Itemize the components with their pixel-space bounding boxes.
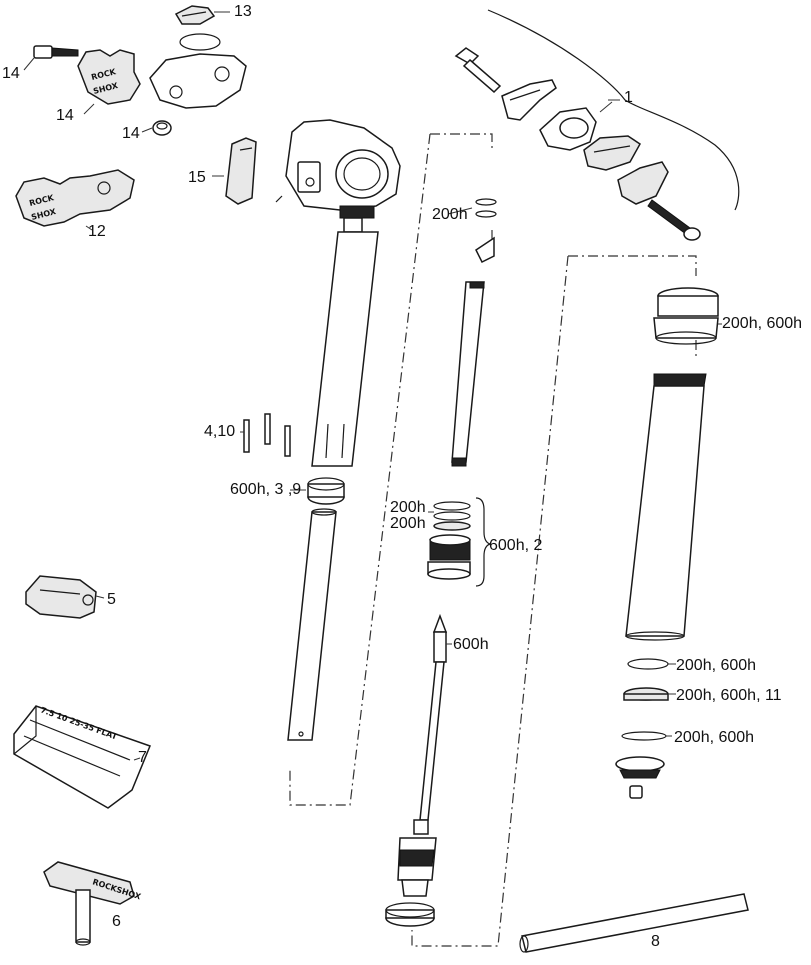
part-1-lower-clamp [617, 161, 669, 205]
group-1-bracket [487, 9, 740, 211]
part-1-clamp-ring [539, 107, 597, 151]
label-200h-600h-11: 200h, 600h, 11 [676, 687, 782, 704]
part-7-tool-block: 7.5 10 25-35 FLAT [13, 705, 151, 809]
o-rings-200h-top [475, 198, 497, 218]
part-6-t-tool: ROCKSHOX [43, 861, 143, 946]
label-13: 13 [234, 3, 252, 20]
top-cap-assembly [653, 287, 719, 345]
label-7: 7 [138, 749, 147, 766]
part-1-long-bolt [647, 199, 701, 241]
label-4-10: 4,10 [204, 423, 236, 440]
label-600h-3-9: 600h, 3 ,9 [230, 481, 302, 498]
part-3-9-collar [307, 477, 345, 505]
part-14-remote-body: ROCK SHOX [77, 49, 247, 109]
part-4-10-pins [243, 413, 291, 457]
lower-tube [287, 508, 337, 741]
rod-assembly [397, 613, 448, 897]
part-600h-2-seal-stack [427, 501, 471, 580]
part-15-cover [225, 137, 257, 205]
label-15: 15 [188, 169, 206, 186]
brace-600h-2 [475, 497, 492, 587]
label-600h-2: 600h, 2 [489, 537, 543, 554]
label-8: 8 [651, 933, 660, 950]
label-200h-b: 200h [390, 515, 426, 532]
label-200h-600h-top: 200h, 600h [722, 315, 803, 332]
label-14-nut: 14 [122, 125, 140, 142]
outer-cylinder [625, 373, 707, 641]
label-12: 12 [88, 223, 106, 240]
label-200h-a: 200h [390, 499, 426, 516]
label-1: 1 [624, 89, 633, 106]
part-1-clamp-upper [501, 79, 557, 121]
part-14-nut [152, 120, 172, 136]
lower-seals [615, 658, 669, 799]
bottom-nut [385, 902, 435, 927]
part-8-tube [519, 893, 749, 953]
part-5-clamp [25, 575, 97, 619]
part-14-bolt [33, 45, 79, 59]
part-13-cap [174, 5, 221, 51]
part-1-clamp-bolt [454, 47, 502, 94]
label-200h-600h-a: 200h, 600h [676, 657, 757, 674]
label-200h-600h-b: 200h, 600h [674, 729, 755, 746]
label-600h-rod: 600h [453, 636, 489, 653]
group-dash-left [289, 133, 493, 806]
label-14-bolt: 14 [2, 65, 20, 82]
label-6: 6 [112, 913, 121, 930]
inner-shaft [451, 236, 495, 467]
label-14-body: 14 [56, 107, 74, 124]
label-200h-top: 200h [432, 206, 468, 223]
part-12-remote: ROCK SHOX [15, 169, 135, 227]
part-1-cradle [583, 135, 641, 171]
upper-tube [311, 231, 379, 467]
seatpost-head [275, 119, 401, 233]
label-5: 5 [107, 591, 116, 608]
